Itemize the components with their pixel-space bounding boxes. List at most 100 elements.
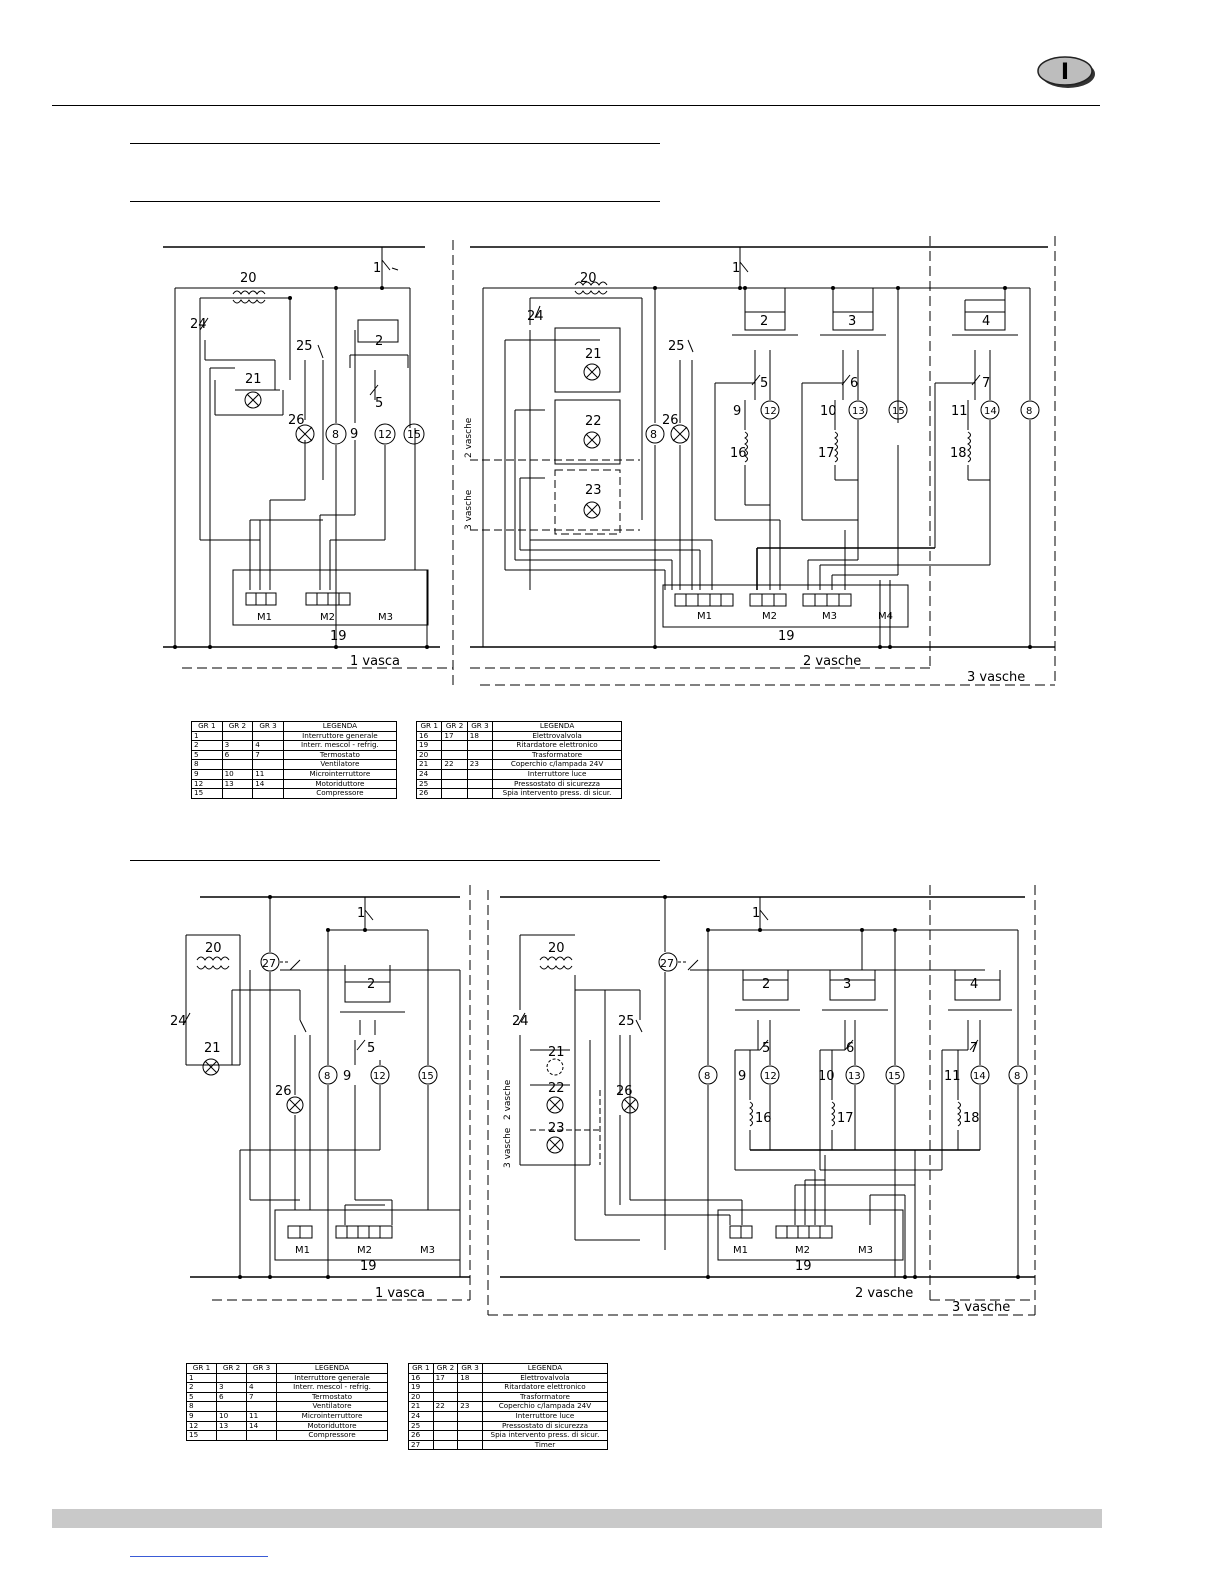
legend2-right-cell bbox=[432, 1391, 459, 1403]
d1-label-9: 9 bbox=[350, 427, 358, 442]
legend1-left-desc: Motoriduttore bbox=[282, 778, 398, 790]
legend1-right-cell: 23 bbox=[466, 759, 494, 770]
legend1-right-cell: 25 bbox=[415, 778, 443, 790]
legend1-left-cell: 12 bbox=[191, 778, 223, 790]
d1-label-3-vasche: 3 vasche bbox=[967, 670, 1025, 685]
legend1-left-cell bbox=[221, 759, 254, 770]
legend2-left-cell: 6 bbox=[216, 1391, 248, 1403]
legend2-left-cell bbox=[216, 1401, 248, 1412]
d2-label-21b: 21 bbox=[548, 1045, 565, 1060]
d2-label-21: 21 bbox=[204, 1041, 221, 1056]
legend2-right-cell bbox=[432, 1430, 459, 1441]
d2-label-1: 1 bbox=[357, 906, 365, 921]
d1-label-21b: 21 bbox=[585, 347, 602, 362]
legend1-right-cell bbox=[441, 740, 468, 751]
d2-label-7: 7 bbox=[970, 1041, 978, 1056]
d1-label-m1b: M1 bbox=[697, 611, 712, 622]
wiring-diagram-2-svg: 20 27 24 21 26 1 2 5 8 9 12 15 19 M1 M2 … bbox=[170, 885, 1036, 1316]
d1-label-13: 13 bbox=[852, 406, 865, 417]
d1-label-26: 26 bbox=[288, 413, 305, 428]
legend2-left-cell: 12 bbox=[185, 1420, 218, 1432]
legend2-left-cell: 7 bbox=[246, 1391, 278, 1403]
d1-label-17: 17 bbox=[818, 446, 835, 461]
d2-label-14: 14 bbox=[973, 1071, 986, 1082]
legend1-right-cell bbox=[441, 768, 468, 780]
legend1-left-desc: Compressore bbox=[282, 788, 398, 799]
d2-label-m1b: M1 bbox=[733, 1245, 748, 1256]
d2-label-19: 19 bbox=[360, 1259, 377, 1274]
legend2-right-cell bbox=[457, 1439, 483, 1451]
d1-label-8b: 8 bbox=[650, 428, 657, 441]
legend1-left-cell: 9 bbox=[191, 768, 223, 780]
legend2-right-cell bbox=[432, 1420, 459, 1432]
legend2-right-cell: 26 bbox=[408, 1430, 434, 1441]
legend1-left-cell: 10 bbox=[221, 768, 254, 780]
legend2-left-desc: Termostato bbox=[276, 1391, 388, 1403]
d1-label-6: 6 bbox=[850, 376, 858, 391]
legend2-right-header-legenda: LEGENDA bbox=[481, 1363, 609, 1374]
legend1-left-desc: Interr. mescol - refrig. bbox=[282, 740, 398, 751]
legend2-left-cell: 4 bbox=[246, 1382, 278, 1393]
legend2-right-desc: Interruttore luce bbox=[481, 1410, 609, 1422]
d2-label-27: 27 bbox=[262, 957, 276, 970]
legend1-left-cell: 2 bbox=[191, 740, 223, 751]
legend1-left-header-legenda: LEGENDA bbox=[282, 721, 398, 732]
legend1-left-cell: 8 bbox=[191, 759, 223, 770]
d1-label-19: 19 bbox=[330, 629, 347, 644]
d1-label-2: 2 bbox=[375, 334, 383, 349]
legend1-left-header-gr2: GR 2 bbox=[221, 721, 254, 732]
d2-label-27b: 27 bbox=[660, 957, 674, 970]
legend1-right-cell bbox=[466, 778, 494, 790]
d2-label-m2: M2 bbox=[357, 1245, 372, 1256]
wiring-diagram-1: 20 24 1 21 25 2 5 26 8 9 12 15 19 M1 M2 … bbox=[0, 0, 1224, 720]
d2-label-8c: 8 bbox=[1014, 1071, 1020, 1082]
d1-label-m3: M3 bbox=[378, 612, 393, 623]
d1-label-m3b: M3 bbox=[822, 611, 837, 622]
section-rule-2 bbox=[130, 201, 660, 202]
legend2-right-cell bbox=[457, 1410, 483, 1422]
d1-label-14: 14 bbox=[984, 406, 997, 417]
header-rule bbox=[52, 105, 1100, 106]
d1-label-25: 25 bbox=[296, 339, 313, 354]
legend2-left-cell: 9 bbox=[185, 1410, 218, 1422]
d2-label-17: 17 bbox=[837, 1111, 854, 1126]
d2-label-15b: 15 bbox=[888, 1071, 901, 1082]
legend1-right-cell bbox=[466, 788, 494, 799]
footer-link-underline[interactable] bbox=[130, 1556, 268, 1557]
d1-label-12: 12 bbox=[378, 428, 392, 441]
legend2-right-cell bbox=[432, 1410, 459, 1422]
legend2-right-header-gr2: GR 2 bbox=[432, 1363, 459, 1374]
d1-label-m4: M4 bbox=[878, 611, 893, 622]
d2-label-2-vasche: 2 vasche bbox=[855, 1286, 913, 1301]
legend2-left-cell bbox=[216, 1372, 248, 1384]
legend2-right-desc: Elettrovalvola bbox=[481, 1372, 609, 1384]
legend1-left-cell: 15 bbox=[191, 788, 223, 799]
legend2-left-cell: 8 bbox=[185, 1401, 218, 1412]
legend2-left-cell: 15 bbox=[185, 1430, 218, 1441]
legend1-right-desc: Ritardatore elettronico bbox=[492, 740, 622, 751]
legend2-right-cell: 23 bbox=[457, 1401, 483, 1412]
legend2-left-header-gr1: GR 1 bbox=[185, 1363, 218, 1374]
footer-bar bbox=[52, 1509, 1102, 1528]
d2-label-3: 3 bbox=[843, 977, 851, 992]
d1-label-5b: 5 bbox=[760, 376, 768, 391]
d2-label-9: 9 bbox=[343, 1069, 351, 1084]
legend1-right-header-gr2: GR 2 bbox=[441, 721, 468, 732]
legend1-left-cell: 1 bbox=[191, 730, 223, 742]
legend1-left-cell: 14 bbox=[252, 778, 284, 790]
legend2-right-header-gr1: GR 1 bbox=[408, 1363, 434, 1374]
d1-label-5: 5 bbox=[375, 396, 383, 411]
legend1-right-header-gr3: GR 3 bbox=[466, 721, 494, 732]
d2-label-8: 8 bbox=[324, 1071, 330, 1082]
d1-label-1: 1 bbox=[373, 261, 381, 276]
legend2-left-cell: 1 bbox=[185, 1372, 218, 1384]
d2-label-11: 11 bbox=[944, 1069, 961, 1084]
legend1-left-cell: 5 bbox=[191, 749, 223, 761]
legend2-left-cell bbox=[246, 1430, 278, 1441]
d1-label-m1: M1 bbox=[257, 612, 272, 623]
d1-label-3: 3 bbox=[848, 314, 856, 329]
legend2-right-desc: Ritardatore elettronico bbox=[481, 1382, 609, 1393]
legend2-right-cell: 25 bbox=[408, 1420, 434, 1432]
